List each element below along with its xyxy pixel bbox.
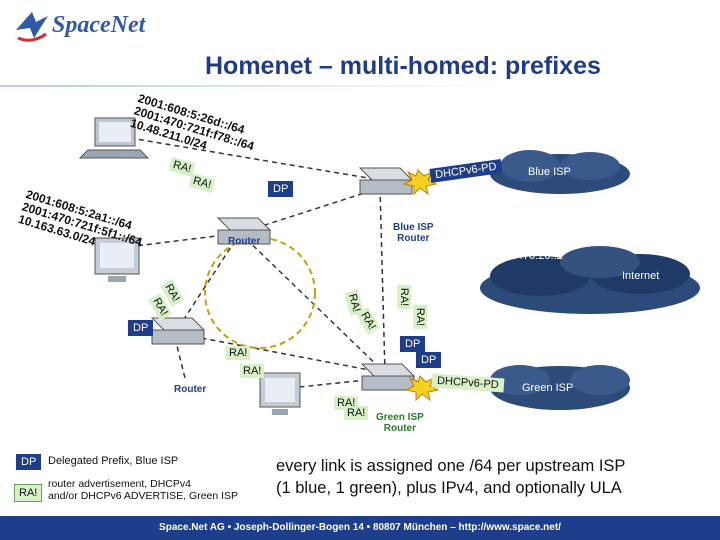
green-isp-router-icon (360, 363, 416, 391)
info-line: Delegated Prefix: (460, 224, 545, 236)
ra-tag: RA! (240, 364, 265, 378)
router-icon-2 (150, 317, 206, 345)
legend-ra-line: and/or DHCPv6 ADVERTISE, Green ISP (48, 490, 239, 502)
blue-isp-label: Blue ISP (528, 166, 571, 178)
legend-ra-swatch: RA! (14, 484, 43, 502)
legend-ra-desc: router advertisement, DHCPv4 and/or DHCP… (48, 478, 238, 502)
legend-dp: DP (16, 452, 42, 470)
legend-dp-swatch: DP (16, 454, 42, 470)
info-line: DNS: 2001:470:20::2 (460, 250, 563, 262)
summary-statement: every link is assigned one /64 per upstr… (276, 455, 625, 499)
blue-isp-router-label: Blue ISP Router (393, 222, 434, 244)
summary-line: (1 blue, 1 green), plus IPv4, and option… (276, 479, 622, 497)
desktop-icon-1 (94, 237, 140, 282)
ra-tag: RA! (226, 346, 251, 360)
desktop-icon-2 (259, 372, 301, 415)
dp-tag: DP (128, 320, 154, 336)
legend-dp-desc: Delegated Prefix, Blue ISP (48, 455, 179, 467)
ra-tag: RA! (344, 406, 369, 420)
dp-tag: DP (400, 336, 426, 352)
green-isp-label: Green ISP (522, 382, 574, 394)
green-isp-router-label: Green ISP Router (376, 412, 424, 434)
delegated-prefix-info: Delegated Prefix: 2001:470:721f::/52 DNS… (460, 224, 563, 263)
footer-bar: Space.Net AG • Joseph-Dollinger-Bogen 14… (0, 516, 720, 540)
router-icon-1 (216, 217, 272, 245)
network-diagram (78, 117, 700, 415)
blue-isp-cloud (490, 150, 630, 194)
internet-label: Internet (622, 270, 660, 282)
brand-name: SpaceNet (52, 12, 146, 38)
page-title: Homenet – multi-homed: prefixes (205, 52, 601, 80)
wireless-arcs (204, 237, 316, 349)
internet-cloud (480, 246, 700, 314)
blue-isp-router-icon (358, 167, 414, 195)
ra-tag: RA! (397, 284, 412, 310)
spacenet-logo-icon (16, 12, 48, 42)
summary-line: every link is assigned one /64 per upstr… (276, 457, 626, 475)
laptop-icon (78, 117, 150, 159)
dp-tag: DP (268, 181, 294, 197)
ra-tag: RA! (413, 304, 428, 330)
title-divider (0, 85, 720, 87)
router-label: Router (174, 384, 207, 395)
dp-tag: DP (416, 352, 442, 368)
legend-ra: RA! (14, 483, 43, 502)
info-line: 2001:470:721f::/52 (460, 237, 552, 249)
router-label: Router (228, 236, 261, 247)
green-isp-cloud (490, 365, 630, 410)
legend-ra-line: router advertisement, DHCPv4 (48, 478, 191, 490)
